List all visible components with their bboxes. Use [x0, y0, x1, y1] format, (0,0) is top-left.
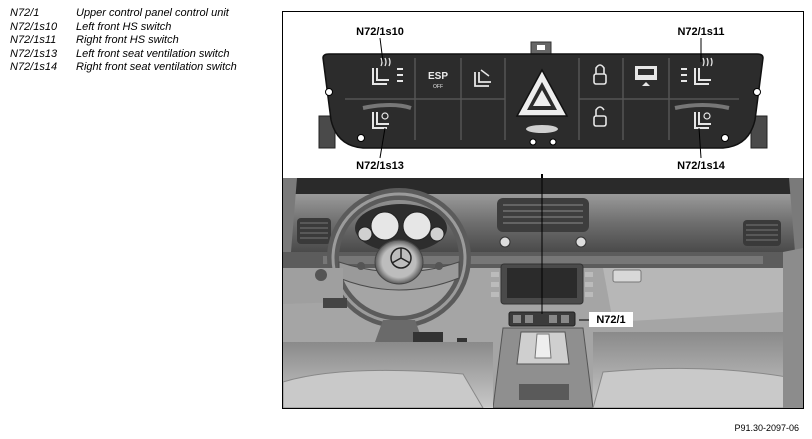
callout-label-unit: N72/1	[596, 314, 625, 326]
legend-code: N72/1s11	[10, 34, 57, 46]
legend-desc: Right front HS switch	[76, 34, 179, 46]
legend-desc: Upper control panel control unit	[76, 7, 229, 19]
heated-seat-icon	[372, 57, 403, 85]
legend-desc: Left front HS switch	[76, 20, 172, 33]
callout-label-box	[589, 312, 633, 327]
callout-label-s11: N72/1s11	[677, 26, 724, 38]
figure-reference: P91.30-2097-06	[734, 423, 799, 433]
legend-desc: Right front seat ventilation switch	[76, 61, 237, 73]
legend-code: N72/1s13	[10, 47, 58, 60]
callout-label-s14: N72/1s14	[677, 160, 726, 172]
legend: N72/1 Upper control panel control unit N…	[10, 7, 256, 75]
dashboard-figure: ESP OFF	[282, 11, 804, 409]
seat-adjust-icon	[474, 69, 491, 87]
rear-sunshade-icon	[635, 66, 657, 86]
legend-code: N72/1	[10, 7, 40, 19]
esp-off-label: OFF	[433, 84, 443, 90]
callout-lines	[379, 37, 702, 321]
seat-ventilation-icon	[362, 103, 412, 129]
legend-desc: Left front seat ventilation switch	[76, 47, 230, 60]
legend-row: N72/1s13 Left front seat ventilation swi…	[10, 48, 256, 62]
unlock-icon	[593, 106, 607, 127]
car-interior	[283, 178, 803, 408]
seat-ventilation-icon	[674, 103, 730, 129]
callout-label-s13: N72/1s13	[356, 160, 404, 172]
hazard-warning-icon	[515, 68, 569, 133]
dashboard-illustration: ESP OFF	[283, 14, 803, 408]
callout-label-s10: N72/1s10	[356, 26, 404, 38]
lock-icon	[593, 64, 607, 85]
legend-code: N72/1s10	[10, 20, 58, 33]
legend-code: N72/1s14	[10, 61, 58, 73]
legend-row: N72/1s11 Right front HS switch	[10, 34, 256, 48]
legend-row: N72/1 Upper control panel control unit	[10, 7, 256, 21]
legend-row: N72/1s10 Left front HS switch	[10, 21, 256, 35]
legend-row: N72/1s14 Right front seat ventilation sw…	[10, 61, 256, 75]
esp-label: ESP	[428, 71, 448, 82]
upper-control-panel: ESP OFF	[318, 41, 768, 149]
heated-seat-icon	[681, 57, 713, 85]
